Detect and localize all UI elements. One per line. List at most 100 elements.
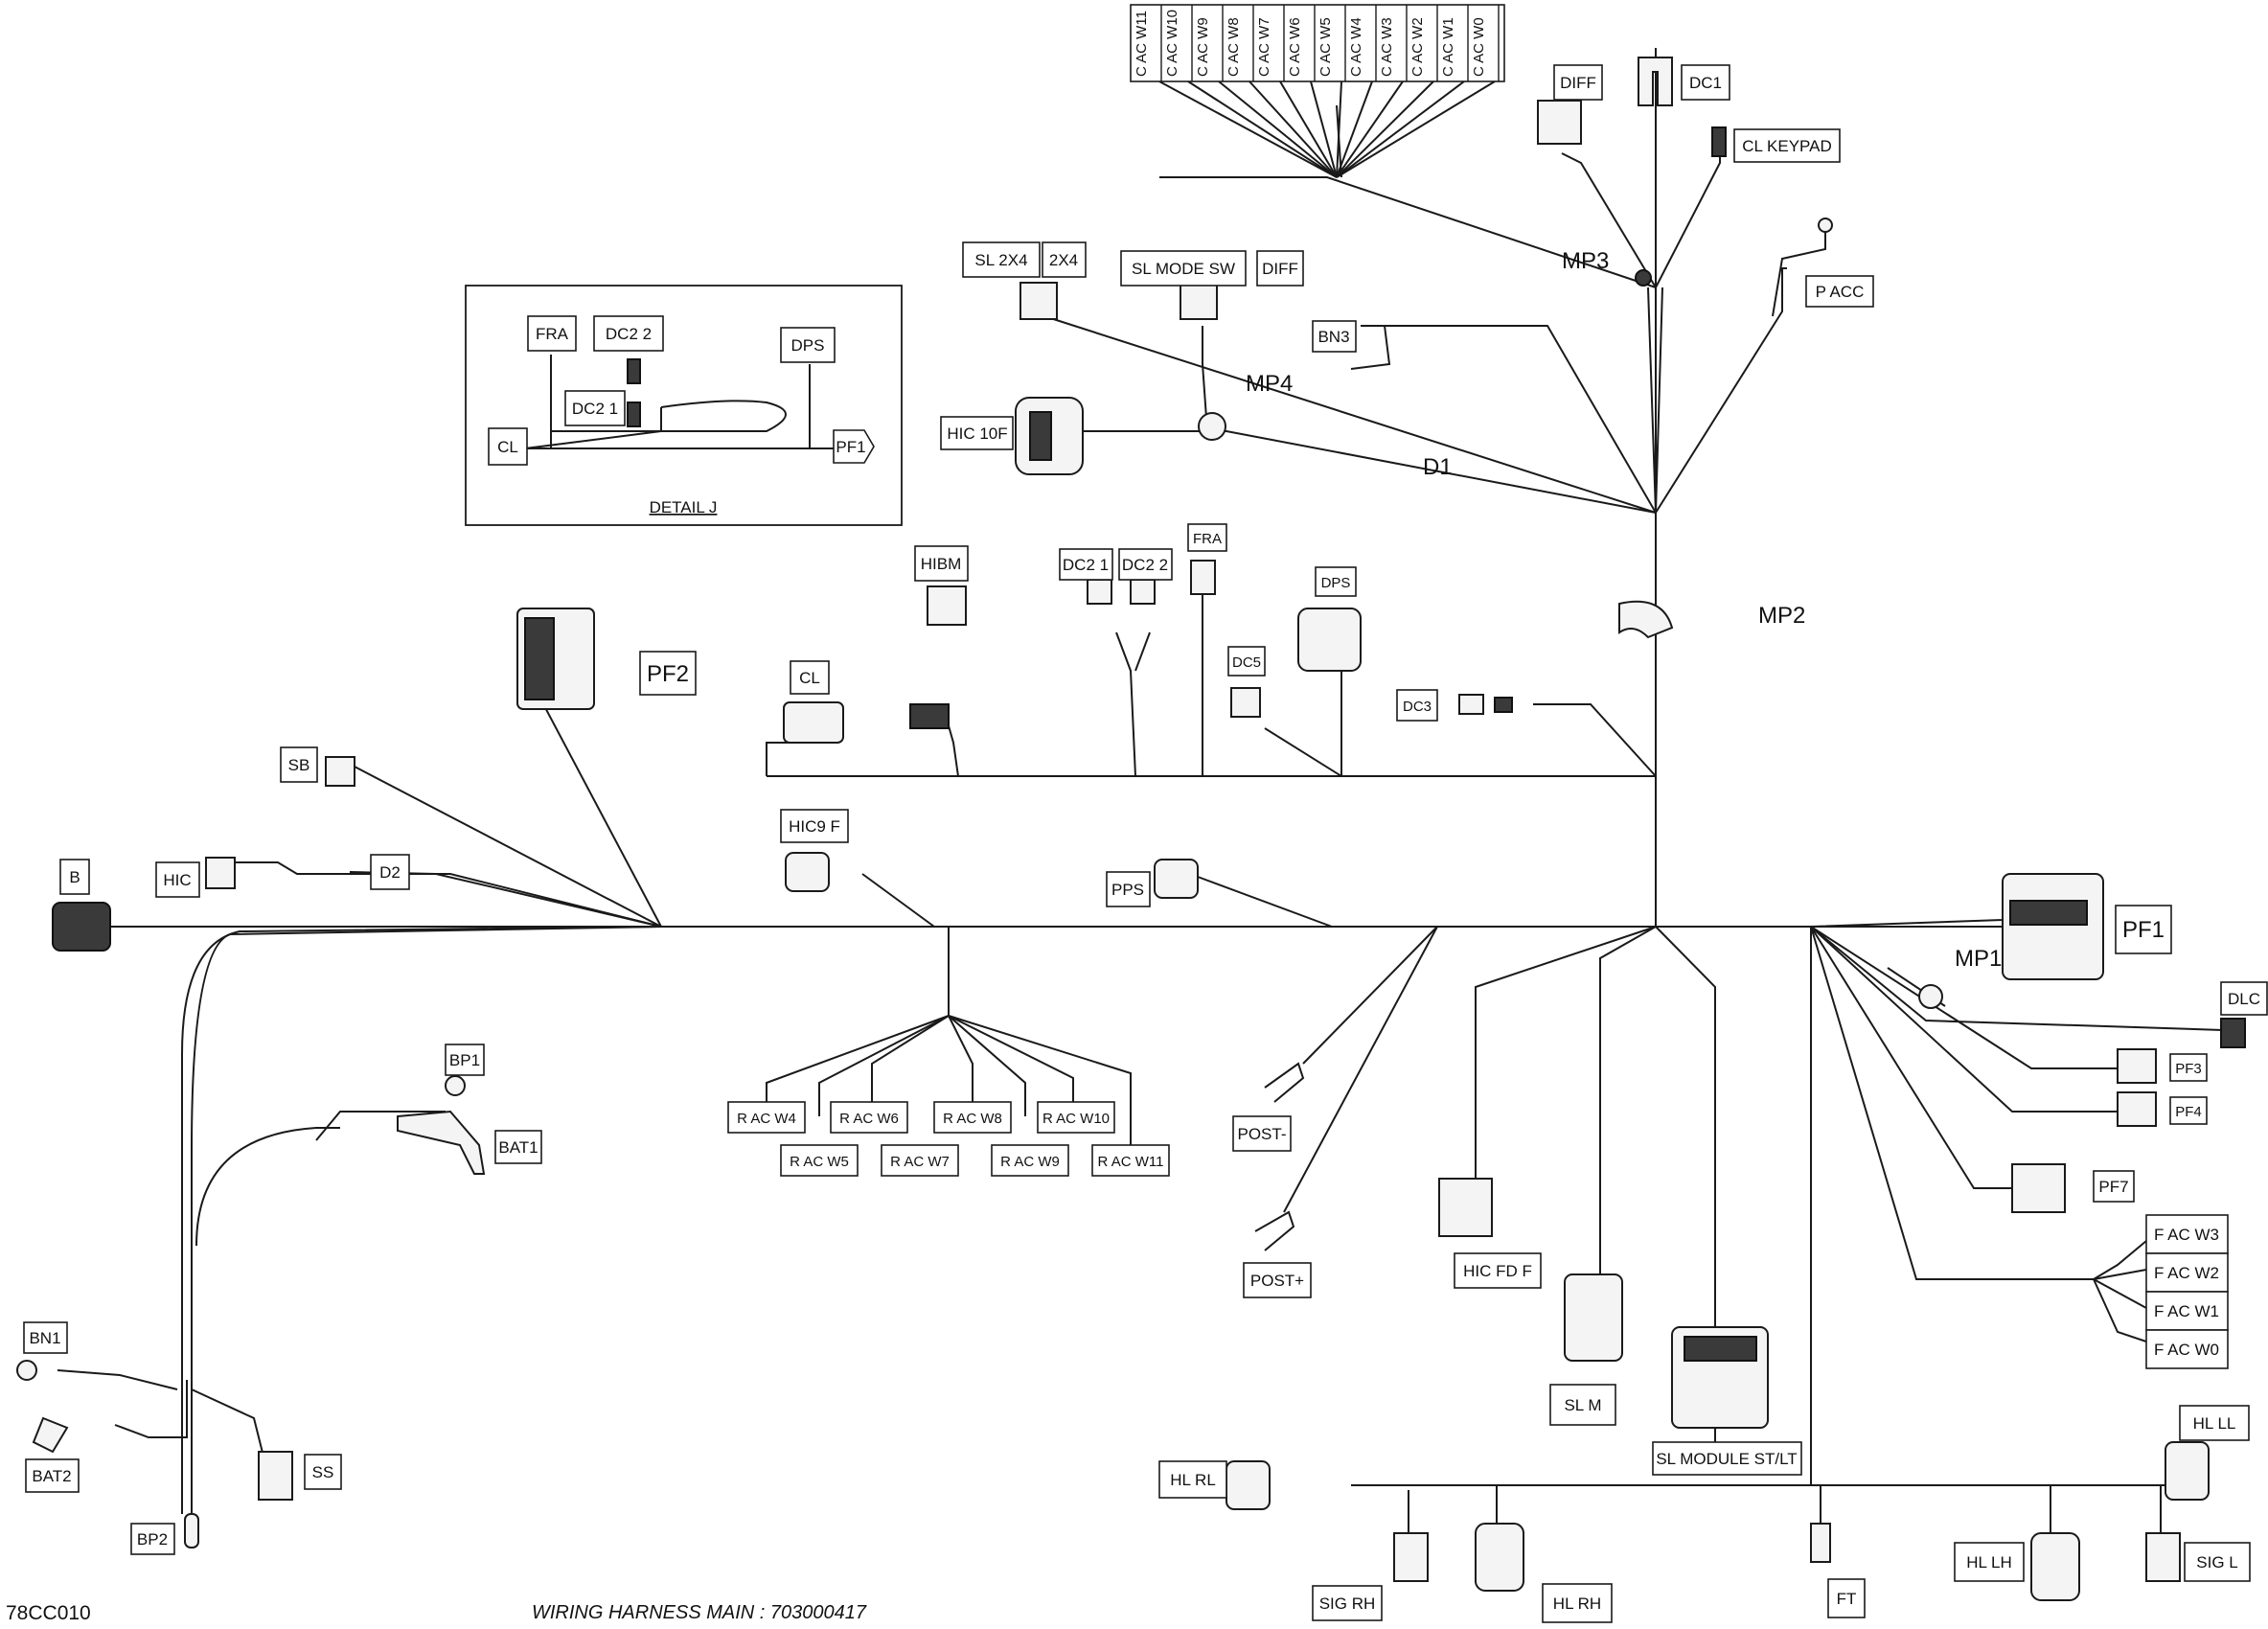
dc2-2-connector-icon: [627, 358, 641, 384]
rear-ac-tag: R AC W8: [943, 1111, 1002, 1127]
label-sl-2x4: SL 2X4: [974, 251, 1027, 269]
label-diff-top: DIFF: [1560, 74, 1596, 92]
label-ss: SS: [312, 1463, 334, 1481]
label-diff-mid: DIFF: [1262, 260, 1298, 278]
sl-2x4-connector-icon: [1019, 282, 1058, 320]
label-hibm: HIBM: [921, 555, 962, 573]
label-sl-m: SL M: [1564, 1396, 1601, 1414]
pf1-connector-icon: [2002, 873, 2104, 980]
cl-keypad-connector-icon: [1711, 126, 1727, 157]
sl-mode-sw-connector-icon: [1180, 282, 1218, 320]
b-connector-icon: [52, 902, 111, 952]
post-minus-terminal-icon: [1264, 1062, 1305, 1103]
label-bat1: BAT1: [498, 1138, 538, 1157]
label-hic: HIC: [163, 871, 191, 889]
rear-ac-tag: R AC W5: [790, 1154, 849, 1170]
label-pf4: PF4: [2175, 1104, 2202, 1120]
c-ac-tag: C AC W2: [1409, 17, 1426, 77]
dc2-1-connector-icon: [627, 402, 641, 427]
dc3-connector-a-icon: [1458, 694, 1484, 715]
mp1-clip-icon: [1918, 984, 1943, 1009]
label-cl: CL: [799, 669, 820, 687]
p-acc-terminal-icon: [1772, 220, 1826, 317]
hl-rh-connector-icon: [1475, 1523, 1524, 1592]
sb-connector-icon: [325, 756, 355, 787]
bp1-terminal-icon: [445, 1075, 466, 1096]
c-ac-tag: C AC W9: [1195, 17, 1211, 77]
detail-j: FRA DC2 2 DC2 1 DPS CL PF1 DETAIL J: [465, 285, 903, 526]
label-dc5: DC5: [1232, 654, 1261, 671]
connector-shapes: [16, 57, 2246, 1601]
front-ac-tag: F AC W2: [2154, 1264, 2219, 1282]
c-ac-tag: C AC W7: [1256, 17, 1272, 77]
dps-connector-icon: [1297, 608, 1362, 672]
label-pf3: PF3: [2175, 1061, 2202, 1077]
c-ac-tag: C AC W11: [1134, 11, 1150, 77]
bn1-terminal-icon: [16, 1360, 37, 1381]
hl-lh-connector-icon: [2030, 1532, 2080, 1601]
label-sig-rh: SIG RH: [1319, 1595, 1376, 1613]
label-dc2-2: DC2 2: [1122, 556, 1168, 574]
label-sl-mode-sw: SL MODE SW: [1132, 260, 1235, 278]
dc3-connector-b-icon: [1494, 697, 1513, 713]
label-d2: D2: [379, 863, 401, 882]
label-hl-ll: HL LL: [2193, 1414, 2236, 1433]
rear-ac-tag: R AC W4: [737, 1111, 796, 1127]
label-mp4: MP4: [1246, 371, 1293, 397]
label-2x4: 2X4: [1049, 251, 1078, 269]
c-ac-tag: C AC W5: [1317, 17, 1334, 77]
label-hl-rh: HL RH: [1553, 1595, 1601, 1613]
label-fra: FRA: [1193, 531, 1222, 547]
label-post-plus: POST+: [1250, 1272, 1304, 1290]
rear-ac-tag: R AC W7: [890, 1154, 950, 1170]
detail-j-title: DETAIL J: [650, 498, 718, 516]
front-ac-tag: F AC W3: [2154, 1226, 2219, 1244]
label-bp2: BP2: [137, 1530, 168, 1549]
label-p-acc: P ACC: [1816, 283, 1865, 301]
label-hic9f: HIC9 F: [789, 817, 840, 836]
label-pf1: PF1: [2122, 917, 2165, 943]
label-dps: DPS: [1321, 575, 1351, 591]
label-dc1: DC1: [1689, 74, 1722, 92]
hl-rl-connector-icon: [1226, 1460, 1271, 1510]
hic-connector-icon: [205, 857, 236, 889]
dc2-1-connector-icon: [1087, 579, 1112, 605]
ss-connector-icon: [258, 1451, 293, 1501]
drawing-code: 78CC010: [6, 1602, 91, 1624]
label-hic-10f: HIC 10F: [947, 424, 1007, 443]
label-d1: D1: [1423, 454, 1453, 480]
front-ac-tags-right: F AC W3F AC W2F AC W1F AC W0: [2145, 1214, 2229, 1369]
label-pf7: PF7: [2098, 1178, 2128, 1196]
rear-ac-tag: R AC W6: [839, 1111, 899, 1127]
front-ac-tag: F AC W0: [2154, 1341, 2219, 1359]
rear-ac-tag: R AC W9: [1000, 1154, 1060, 1170]
c-ac-tag: C AC W4: [1348, 17, 1364, 77]
label-cl-keypad: CL KEYPAD: [1742, 137, 1832, 155]
drawing-title: WIRING HARNESS MAIN : 703000417: [532, 1602, 867, 1623]
pps-connector-icon: [1154, 859, 1199, 899]
pf3-connector-icon: [2117, 1048, 2157, 1084]
bn3-terminal-icon: [1350, 325, 1391, 370]
c-ac-tags: [1130, 4, 1505, 82]
label-bp1: BP1: [449, 1051, 480, 1069]
label-mp3: MP3: [1562, 248, 1609, 274]
label-bat2: BAT2: [32, 1467, 71, 1485]
c-ac-fan: [1158, 80, 1496, 178]
label-sl-module: SL MODULE ST/LT: [1656, 1450, 1797, 1468]
fra-connector-icon: [1190, 560, 1216, 595]
mp3-clip-icon: [1635, 269, 1652, 287]
bat1-terminal-icon: [397, 1110, 486, 1175]
bp2-terminal-icon: [184, 1513, 199, 1549]
label-dlc: DLC: [2228, 990, 2260, 1008]
c-ac-tag: C AC W0: [1471, 17, 1487, 77]
hibm-plug-icon: [909, 703, 950, 729]
c-ac-tag: C AC W1: [1440, 17, 1456, 77]
detail-label-pf1: PF1: [836, 438, 865, 456]
rear-ac-tag: R AC W11: [1098, 1154, 1164, 1170]
ft-connector-icon: [1810, 1523, 1831, 1563]
label-dc2-1: DC2 1: [1063, 556, 1109, 574]
hibm-connector-icon: [927, 585, 967, 626]
detail-label-dc2-2: DC2 2: [606, 325, 652, 343]
